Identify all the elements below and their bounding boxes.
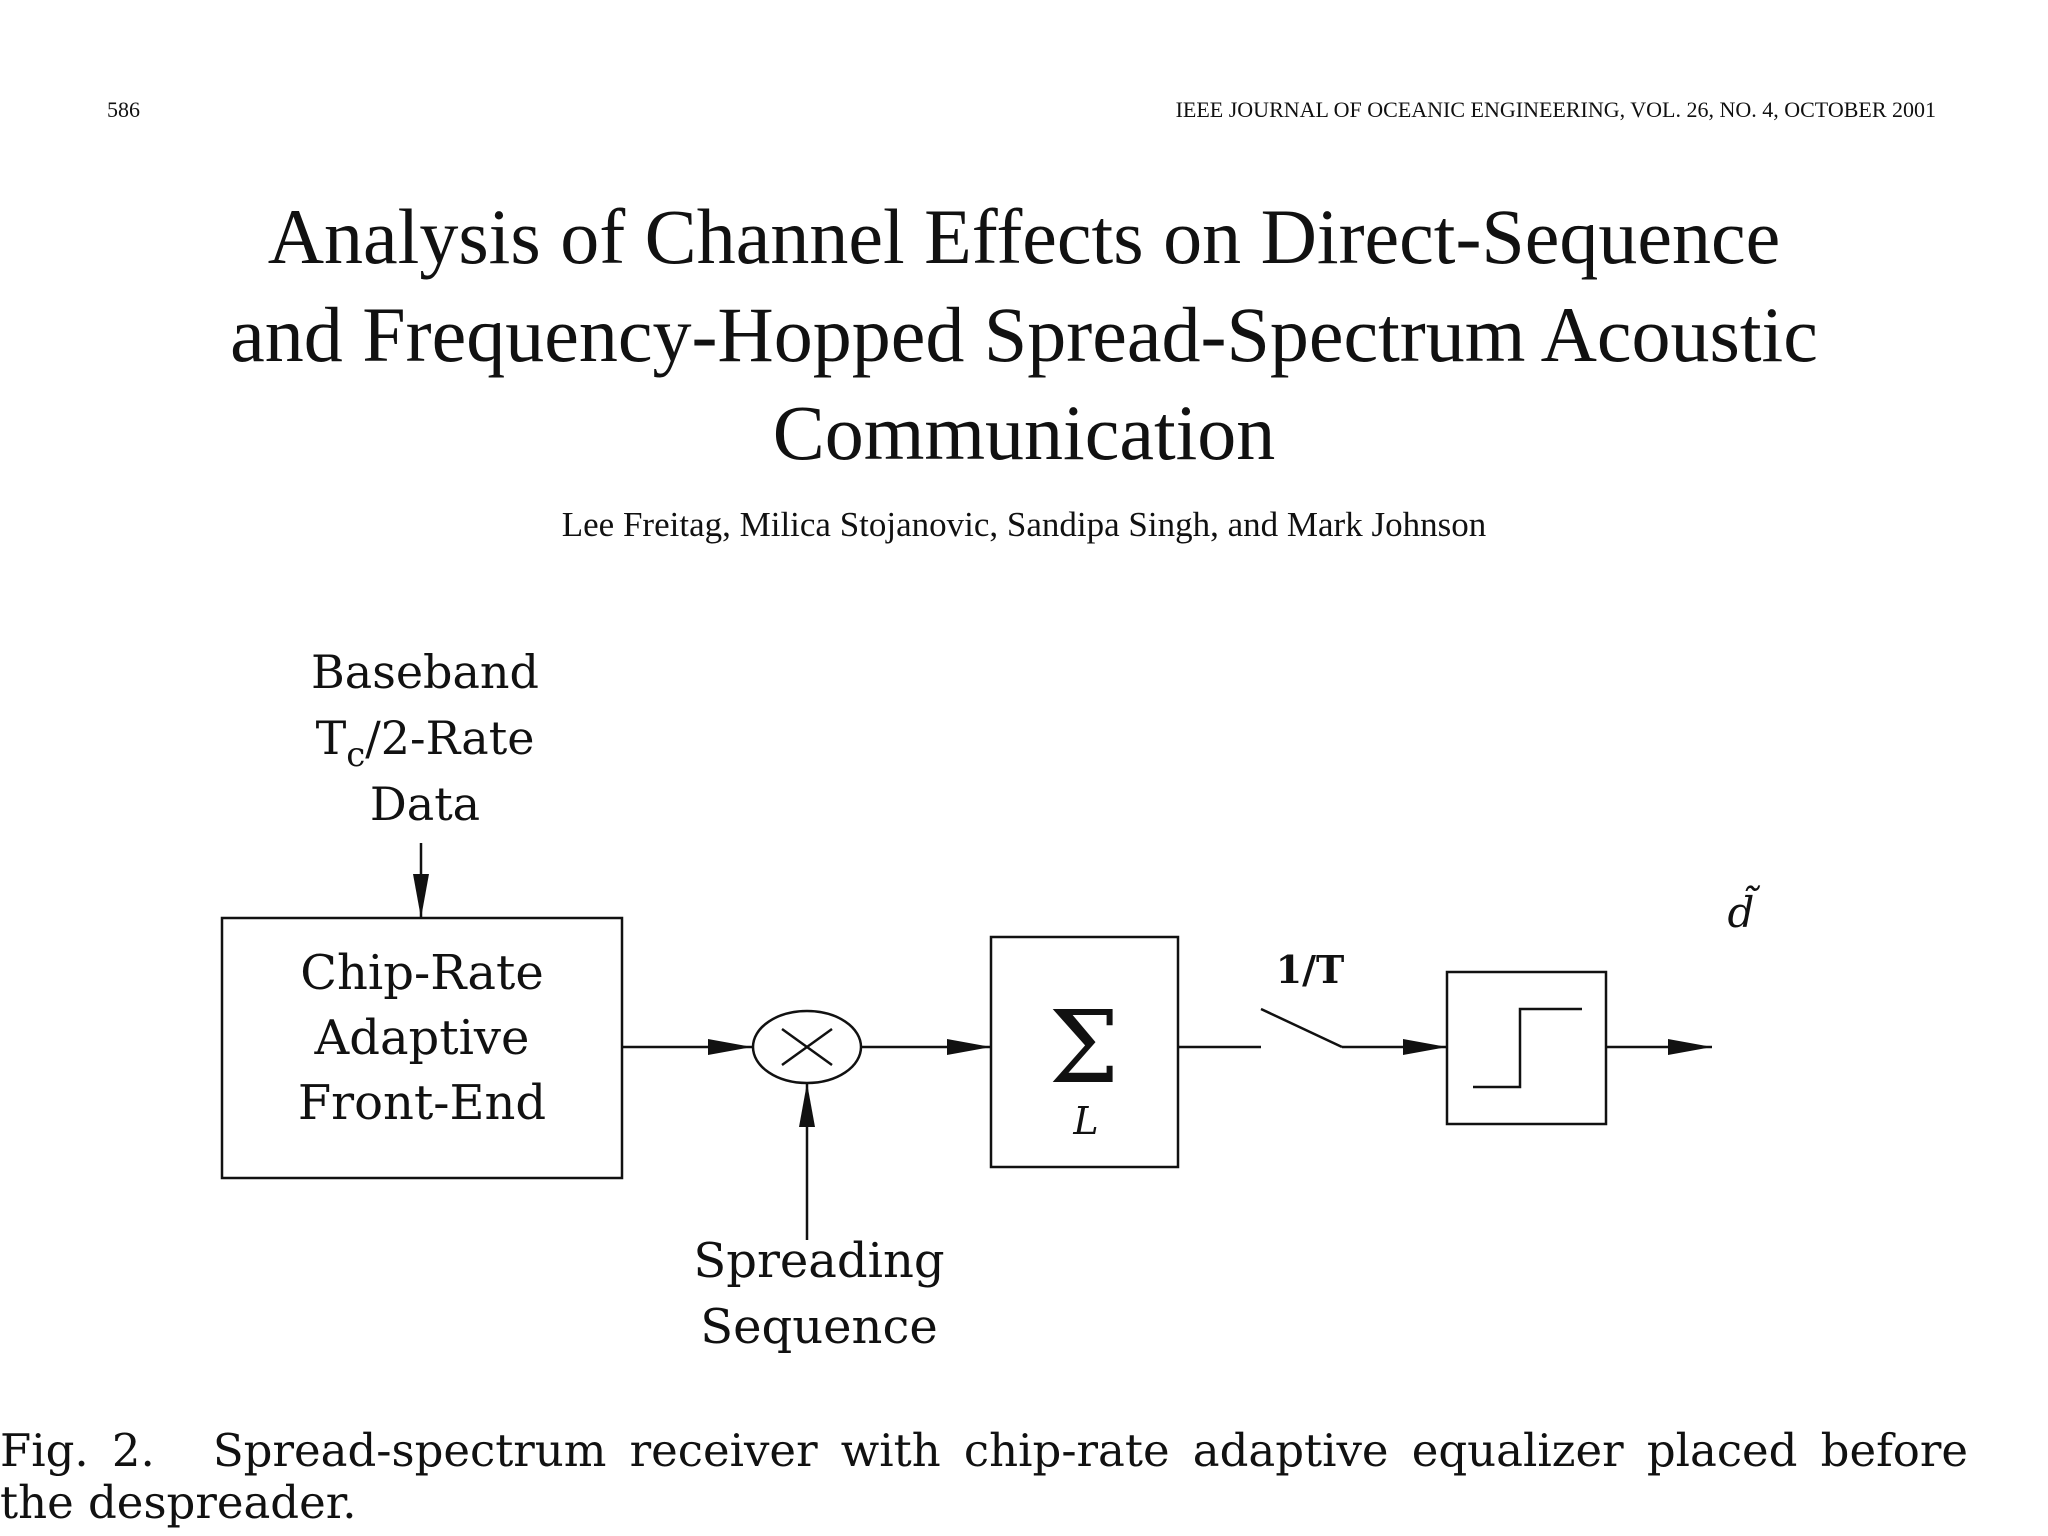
- author-list: Lee Freitag, Milica Stojanovic, Sandipa …: [561, 505, 1487, 544]
- summer-sigma: Σ: [1049, 989, 1120, 1106]
- input-label-rate: /2-Rate: [365, 711, 534, 765]
- spreading-label-line-2: Sequence: [700, 1299, 938, 1355]
- summer-block: [989, 935, 1180, 1169]
- summer-subscript: L: [1072, 1099, 1098, 1143]
- figure-caption: Fig. 2.Spread-spectrum receiver with chi…: [0, 1425, 1968, 1529]
- multiplier-node: [751, 1009, 863, 1085]
- front-end-line-1: Chip-Rate: [300, 945, 544, 1001]
- front-end-line-2: Adaptive: [314, 1010, 530, 1066]
- input-label-t: T: [316, 711, 347, 765]
- caption-text: Spread-spectrum receiver with chip-rate …: [0, 1424, 1969, 1529]
- output-label: d̃: [1728, 884, 1761, 937]
- journal-header: IEEE JOURNAL OF OCEANIC ENGINEERING, VOL…: [1175, 97, 1936, 122]
- front-end-line-3: Front-End: [298, 1075, 546, 1131]
- title-line-2: and Frequency-Hopped Spread-Spectrum Aco…: [230, 291, 1818, 378]
- input-label-subscript: c: [346, 735, 365, 775]
- input-label-line-2: Tc/2-Rate: [316, 711, 535, 775]
- decision-block: [1445, 970, 1608, 1126]
- input-label-line-1: Baseband: [311, 645, 539, 699]
- sampler-label: 1/T: [1276, 947, 1345, 992]
- title-line-1: Analysis of Channel Effects on Direct-Se…: [267, 193, 1781, 280]
- caption-label: Fig. 2.: [0, 1424, 155, 1477]
- paper-title: Analysis of Channel Effects on Direct-Se…: [0, 188, 2048, 482]
- sampler-switch-blade: [1260, 1007, 1343, 1049]
- title-line-3: Communication: [772, 389, 1276, 476]
- page-number: 586: [107, 97, 140, 122]
- spreading-label-line-1: Spreading: [693, 1233, 944, 1289]
- input-label-line-3: Data: [370, 777, 480, 831]
- multiplier-cross-b: [781, 1027, 833, 1067]
- decision-step-symbol: [1473, 1007, 1582, 1089]
